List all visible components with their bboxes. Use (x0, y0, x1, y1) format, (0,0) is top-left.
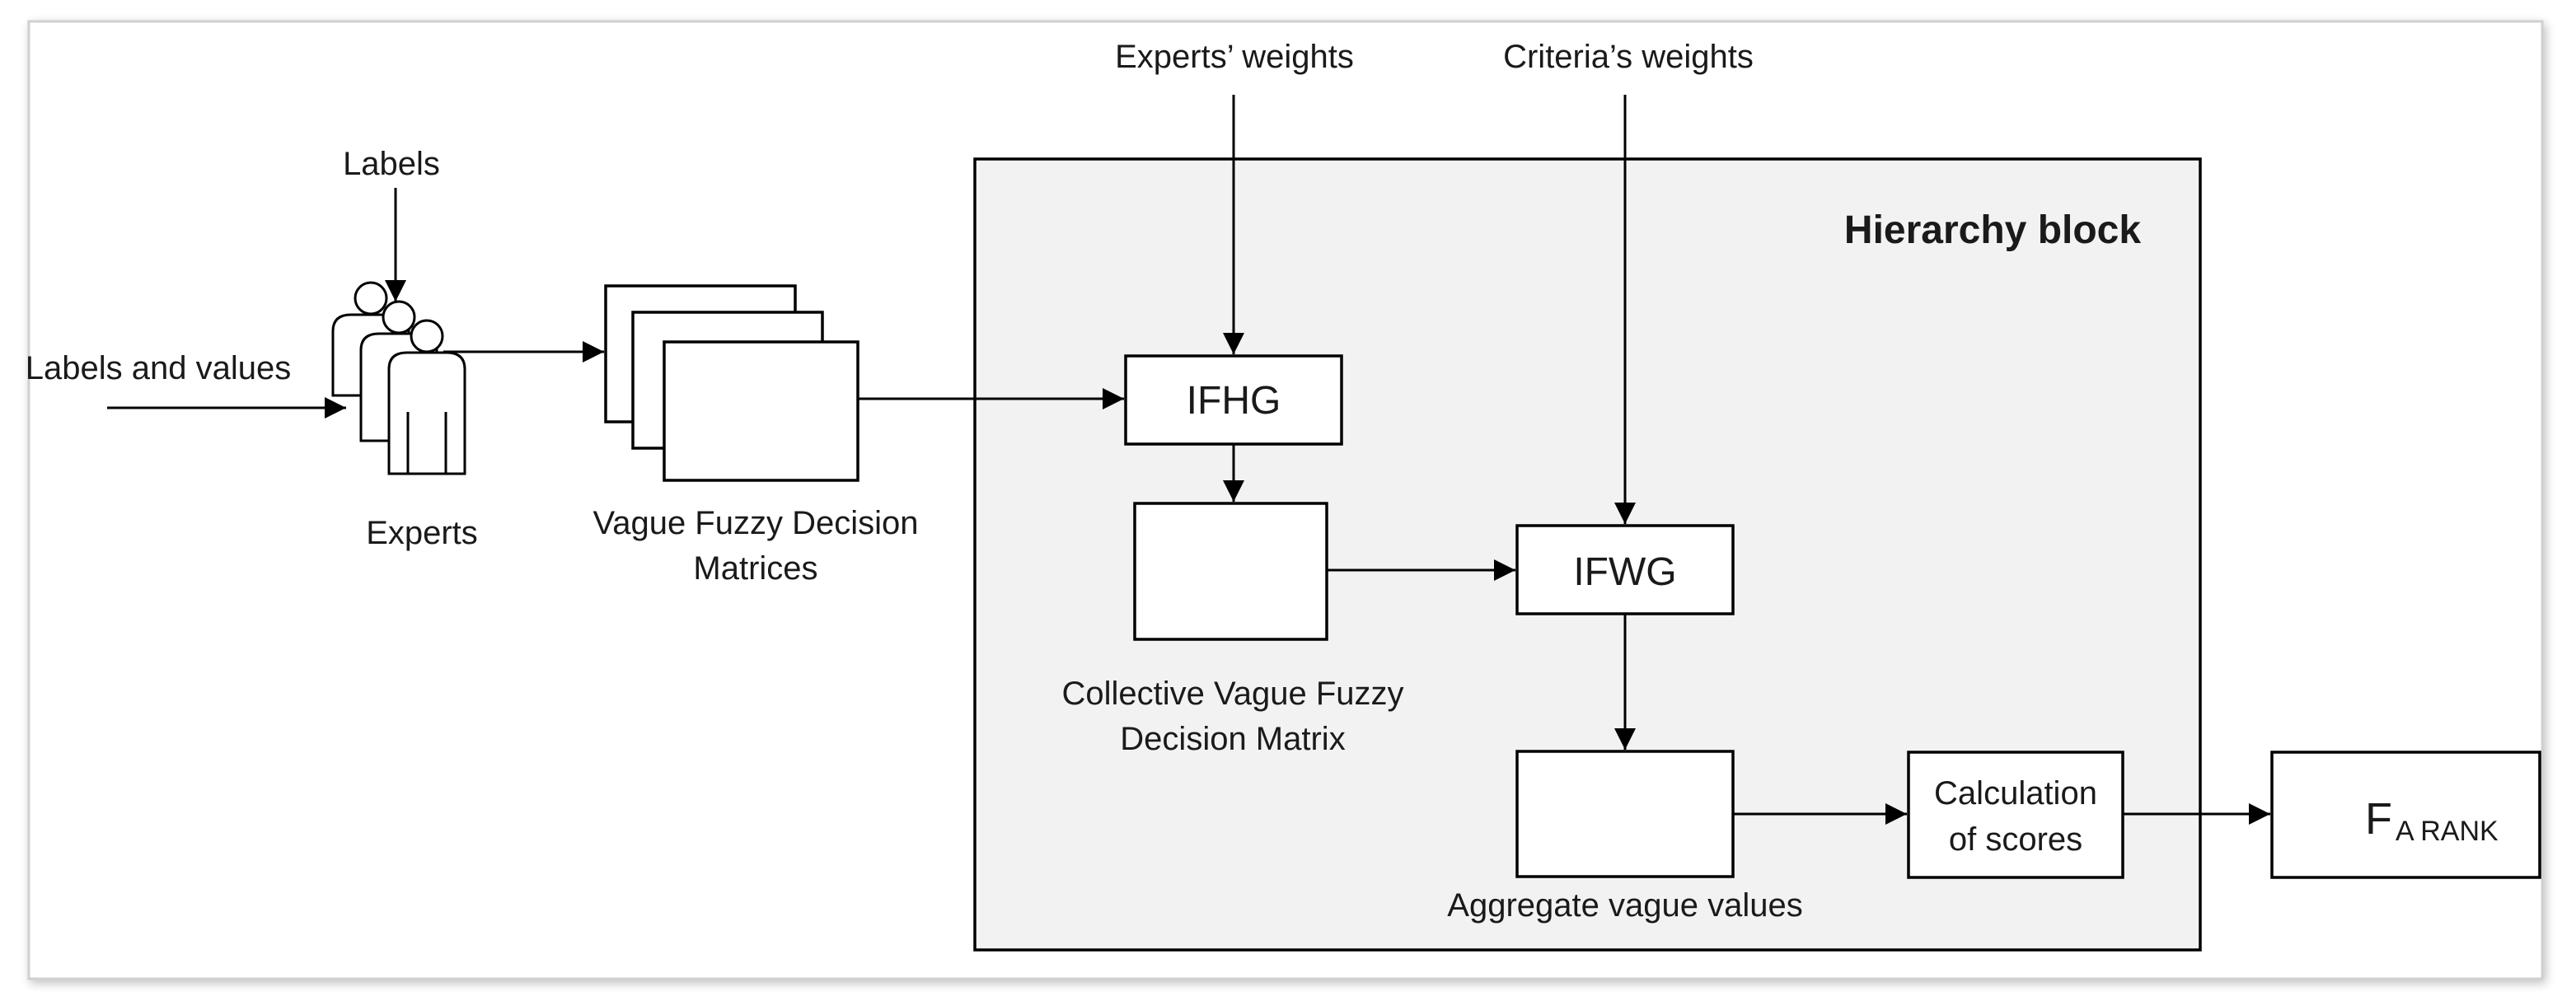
experts-weights-label: Experts’ weights (1115, 39, 1354, 75)
aggregate-label: Aggregate vague values (1447, 887, 1802, 924)
calc-label-line1: Calculation (1934, 775, 2097, 812)
calc-label-line2: of scores (1949, 821, 2082, 858)
criteria-weights-label: Criteria’s weights (1503, 39, 1754, 75)
collective-matrix-node (1133, 502, 1328, 641)
vfdm-label-line1: Vague Fuzzy Decision (593, 505, 919, 541)
experts-label: Experts (366, 515, 478, 551)
vfdm-label-line2: Matrices (693, 550, 817, 587)
hierarchy-block-title: Hierarchy block (1844, 208, 2141, 252)
f-rank-main: F (2365, 794, 2392, 844)
cvfdm-label-line1: Collective Vague Fuzzy (1062, 676, 1404, 712)
f-rank-subscript: A RANK (2396, 816, 2499, 847)
ifhg-label: IFHG (1187, 379, 1281, 423)
experts-icon (331, 281, 466, 475)
cvfdm-label-line2: Decision Matrix (1120, 721, 1345, 757)
person-icon (387, 319, 466, 475)
matrix-sheet (663, 340, 859, 482)
calculation-node (1907, 751, 2124, 879)
labels-label: Labels (343, 146, 440, 182)
vague-fuzzy-decision-matrices (604, 284, 859, 482)
ifwg-node (1515, 524, 1735, 615)
ifwg-label: IFWG (1573, 550, 1676, 594)
f-rank-node (2270, 751, 2541, 879)
aggregate-node (1515, 750, 1735, 878)
labels-and-values-label: Labels and values (26, 350, 291, 386)
